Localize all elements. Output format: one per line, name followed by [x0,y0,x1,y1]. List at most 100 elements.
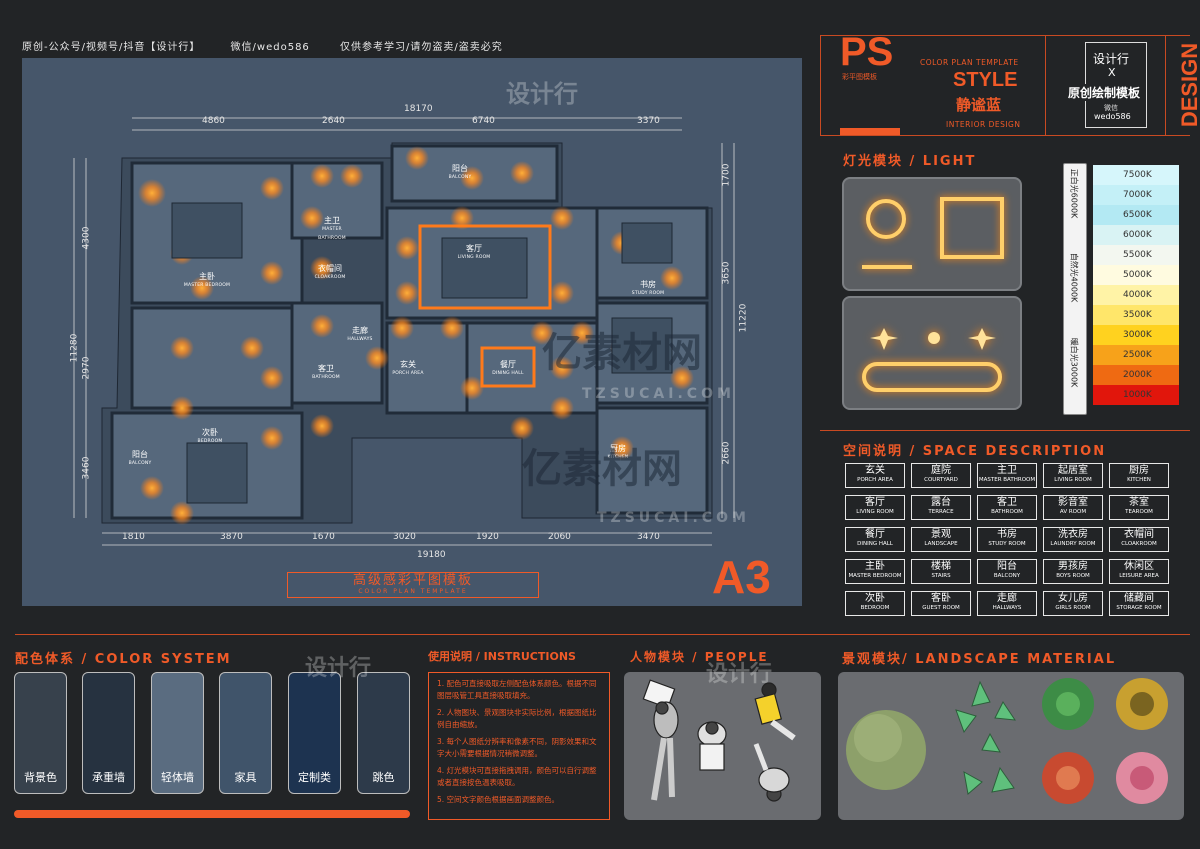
kelvin-row: 5000K [1093,265,1179,285]
dim-left: 4300 [81,226,92,250]
watermark-sjx-3: 设计行 [706,662,773,687]
kelvin-row: 5500K [1093,245,1179,265]
space-tag-cn: 庭院 [931,465,951,476]
watermark-brand-2: 亿素材网 [522,446,682,492]
kelvin-row: 3000K [1093,325,1179,345]
space-tag-cn: 阳台 [997,561,1017,572]
style-label: STYLE [953,69,1018,91]
swatch-custom[interactable]: 定制类 [288,672,341,794]
light-panel-stars [842,296,1022,410]
space-tag-en: LANDSCAPE [924,541,958,547]
plan-title-box: 高级感彩平图模板 COLOR PLAN TEMPLATE [287,572,539,598]
swatch-furniture[interactable]: 家具 [219,672,272,794]
space-tag-cn: 影音室 [1058,497,1088,508]
plan-title-en: COLOR PLAN TEMPLATE [358,588,468,595]
dim-total-bottom: 19180 [417,550,446,560]
paper-size-label: A3 [712,551,771,603]
space-tag-en: CLOAKROOM [1121,541,1157,547]
space-tag-en: PORCH AREA [857,477,893,483]
space-tag-en: STAIRS [931,573,951,579]
brand-times: X [1108,66,1116,79]
interior-design: INTERIOR DESIGN [946,120,1021,129]
top-info-notice: 仅供参考学习/请勿盗卖/盗卖必究 [340,42,503,53]
brand-name: 设计行 [1093,52,1130,66]
space-tag-cn: 洗衣房 [1058,529,1088,540]
wechat-label: 微信 [1104,104,1118,112]
dim-bottom: 1920 [476,532,499,542]
swatch-accent[interactable]: 跳色 [357,672,410,794]
dim-bottom: 3870 [220,532,243,542]
watermark-url: TZSUCAI.COM [582,386,735,402]
swatch-light-wall[interactable]: 轻体墙 [151,672,204,794]
color-plan-template: COLOR PLAN TEMPLATE [920,58,1019,67]
swatch-bearing-wall[interactable]: 承重墙 [82,672,135,794]
watermark-brand: 亿素材网 [542,330,702,376]
swatch-background[interactable]: 背景色 [14,672,67,794]
instruction-line: 1. 配色可直接吸取左侧配色体系颜色。根据不同图层吸管工具直接吸取填充。 [437,679,597,700]
space-tag-en: STORAGE ROOM [1116,605,1162,611]
space-tag-cn: 主卫 [997,465,1017,476]
dim-total-left: 11280 [69,333,80,363]
wechat-id: wedo586 [1094,112,1131,121]
dim-right: 2660 [721,441,732,465]
space-tag-en: COURTYARD [924,477,958,483]
dim-total-right: 11220 [738,303,749,333]
space-tag-cn: 起居室 [1058,465,1088,476]
space-tag-cn: 走廊 [997,593,1017,604]
dim-bottom: 2060 [548,532,571,542]
space-tag-en: LIVING ROOM [856,509,894,515]
space-tag-en: BATHROOM [991,509,1023,515]
ps-decor [840,128,900,135]
space-tag-cn: 衣帽间 [1124,529,1154,540]
dim-top: 6740 [472,116,495,126]
brand-ps-sub: 彩平图模板 [842,73,877,81]
dim-right: 3650 [721,261,732,285]
landscape-panel [838,672,1184,820]
design-vertical: DESIGN [1177,42,1200,128]
watermark-url-2: TZSUCAI.COM [597,510,750,526]
dim-top: 3370 [637,116,660,126]
light-label-strip [1063,163,1087,415]
kelvin-row: 7000K [1093,185,1179,205]
light-stars-drawing [862,328,1002,392]
top-info-bar: 原创-公众号/视频号/抖音【设计行】 微信/wedo586 仅供参考学习/请勿盗… [22,38,529,53]
top-info-source: 原创-公众号/视频号/抖音【设计行】 [22,42,201,53]
space-tag-en: GIRLS ROOM [1055,605,1091,611]
kelvin-row: 6500K [1093,205,1179,225]
